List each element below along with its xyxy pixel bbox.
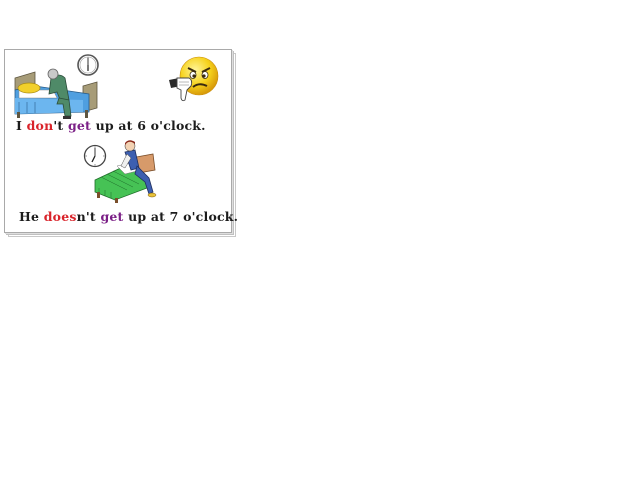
sentence-subject: He — [19, 209, 44, 224]
clock-icon-7-oclock — [83, 144, 107, 168]
sentence-negative-third-person: He doesn't get up at 7 o'clock. — [19, 209, 238, 224]
boy-bed-illustration — [94, 140, 157, 203]
sentence-rest: up at 6 o'clock. — [91, 118, 206, 133]
negative-auxiliary-highlight: does — [43, 209, 77, 224]
slide-card-stack: I don't get up at 6 o'clock. — [4, 49, 238, 237]
old-man-bed-illustration — [14, 68, 98, 119]
sentence-rest: up at 7 o'clock. — [123, 209, 239, 224]
negative-contraction: n't — [76, 209, 101, 224]
angry-face-thumbs-down-icon — [169, 56, 219, 102]
negative-auxiliary-highlight: don — [26, 118, 54, 133]
slide-card: I don't get up at 6 o'clock. — [4, 49, 238, 233]
sentence-subject: I — [16, 118, 27, 133]
negative-contraction: 't — [53, 118, 68, 133]
main-verb-highlight: get — [100, 209, 124, 224]
clock-icon-6-oclock — [77, 54, 99, 76]
sentence-negative-first-person: I don't get up at 6 o'clock. — [16, 118, 206, 133]
main-verb-highlight: get — [67, 118, 92, 133]
